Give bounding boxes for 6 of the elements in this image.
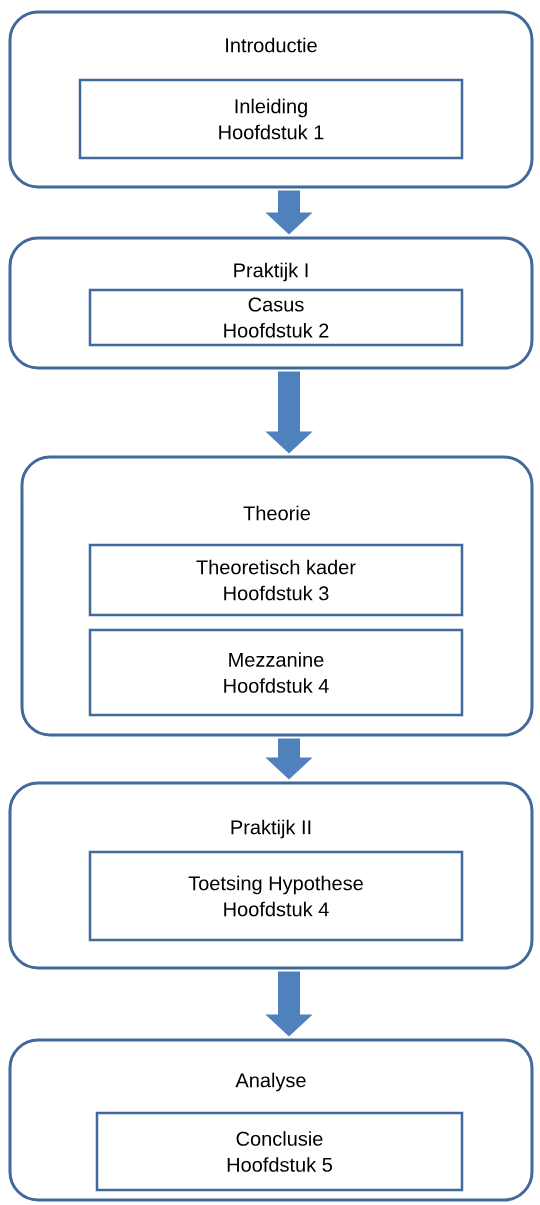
chapter-box: Inleiding Hoofdstuk 1 — [78, 78, 464, 160]
chapter-box: Conclusie Hoofdstuk 5 — [95, 1111, 464, 1192]
chapter-box: Mezzanine Hoofdstuk 4 — [88, 628, 464, 717]
chapter-box: Theoretisch kader Hoofdstuk 3 — [88, 543, 464, 617]
chapter-box: Casus Hoofdstuk 2 — [88, 288, 464, 347]
chapter-box: Toetsing Hypothese Hoofdstuk 4 — [88, 850, 464, 942]
